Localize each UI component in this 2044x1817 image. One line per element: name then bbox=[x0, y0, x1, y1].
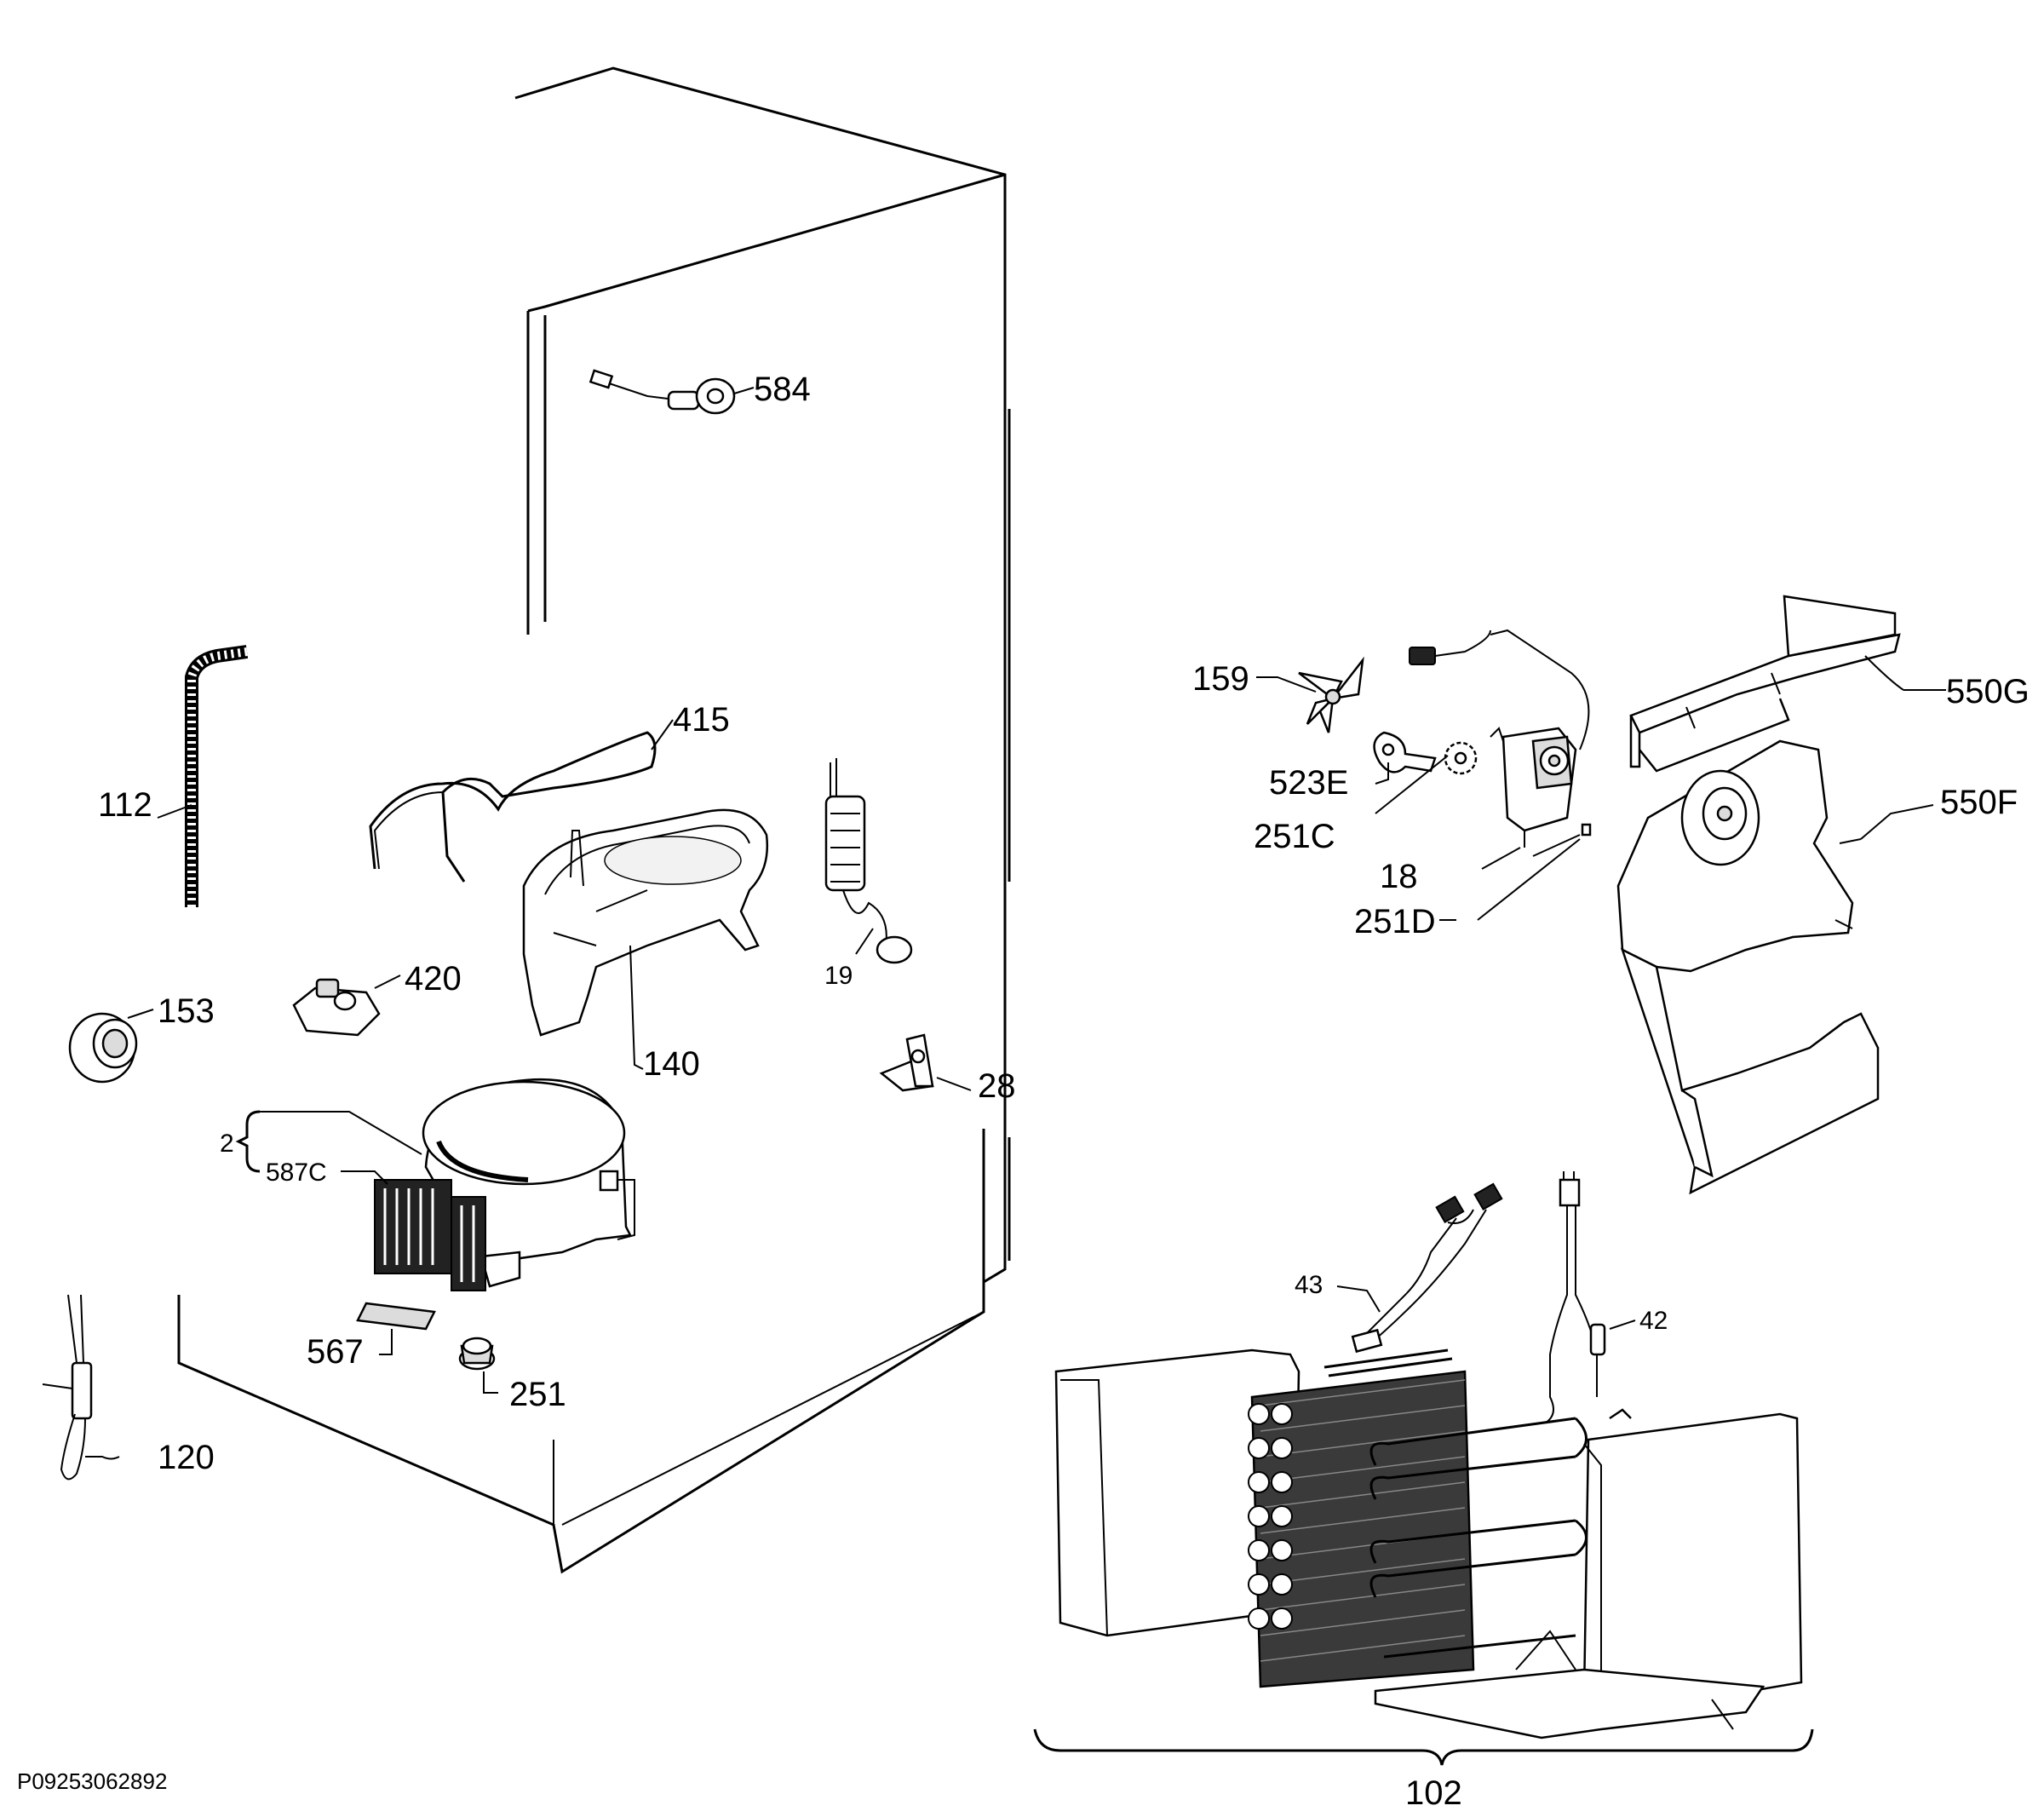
callout-523e: 523E bbox=[1269, 764, 1348, 802]
callout-labels: 584 415 112 420 153 140 19 28 2 587C 567… bbox=[17, 371, 2030, 1812]
callout-420: 420 bbox=[405, 960, 462, 998]
part-550g-top-cover bbox=[1629, 595, 1901, 773]
part-567-plate bbox=[356, 1302, 436, 1355]
cabinet-outline bbox=[177, 66, 1011, 1574]
part-584-cable-grommet bbox=[589, 369, 755, 415]
part-587c-starter-relay bbox=[374, 1179, 486, 1291]
part-415-tube bbox=[369, 719, 674, 883]
callout-550g: 550G bbox=[1946, 673, 2030, 710]
part-153-cap bbox=[68, 1009, 154, 1084]
part-102-evaporator bbox=[1054, 1171, 1803, 1739]
callout-43: 43 bbox=[1295, 1271, 1323, 1299]
part-140-drip-tray bbox=[522, 808, 768, 1070]
part-251c-gear bbox=[1444, 741, 1478, 775]
part-120-probe bbox=[42, 1294, 120, 1481]
callout-251: 251 bbox=[509, 1376, 566, 1413]
leader-lines bbox=[1256, 655, 1946, 1330]
callout-18: 18 bbox=[1380, 858, 1418, 895]
callout-140: 140 bbox=[643, 1045, 700, 1083]
callout-587c: 587C bbox=[266, 1159, 327, 1187]
callout-19: 19 bbox=[824, 962, 853, 990]
callout-153: 153 bbox=[158, 992, 215, 1030]
part-550f-fan-duct bbox=[1616, 739, 1880, 1195]
part-28-bracket bbox=[879, 1033, 972, 1092]
part-251-grommet bbox=[458, 1337, 498, 1394]
callout-584: 584 bbox=[754, 371, 811, 408]
callout-550f: 550F bbox=[1940, 784, 2018, 821]
callout-brace-102 bbox=[1033, 1728, 1814, 1766]
callout-159: 159 bbox=[1192, 660, 1249, 698]
callout-251c: 251C bbox=[1254, 818, 1335, 855]
callout-567: 567 bbox=[307, 1333, 364, 1371]
callout-42: 42 bbox=[1639, 1307, 1668, 1335]
reference-code: P09253062892 bbox=[17, 1768, 167, 1794]
callout-102: 102 bbox=[1405, 1774, 1462, 1812]
callout-251d: 251D bbox=[1354, 903, 1436, 940]
callout-415: 415 bbox=[673, 701, 730, 739]
part-112-insulated-pipe bbox=[157, 645, 249, 907]
callout-112: 112 bbox=[98, 786, 152, 824]
callout-28: 28 bbox=[978, 1067, 1016, 1105]
part-523e-bracket bbox=[1373, 731, 1437, 785]
callout-brace-2 bbox=[235, 1110, 422, 1185]
part-159-fan-blade bbox=[1298, 656, 1364, 733]
callout-2: 2 bbox=[220, 1130, 234, 1158]
callout-120: 120 bbox=[158, 1439, 215, 1476]
part-18-fan-motor bbox=[1409, 629, 1592, 848]
part-19-heater bbox=[824, 758, 913, 964]
part-420-clip bbox=[292, 975, 401, 1037]
